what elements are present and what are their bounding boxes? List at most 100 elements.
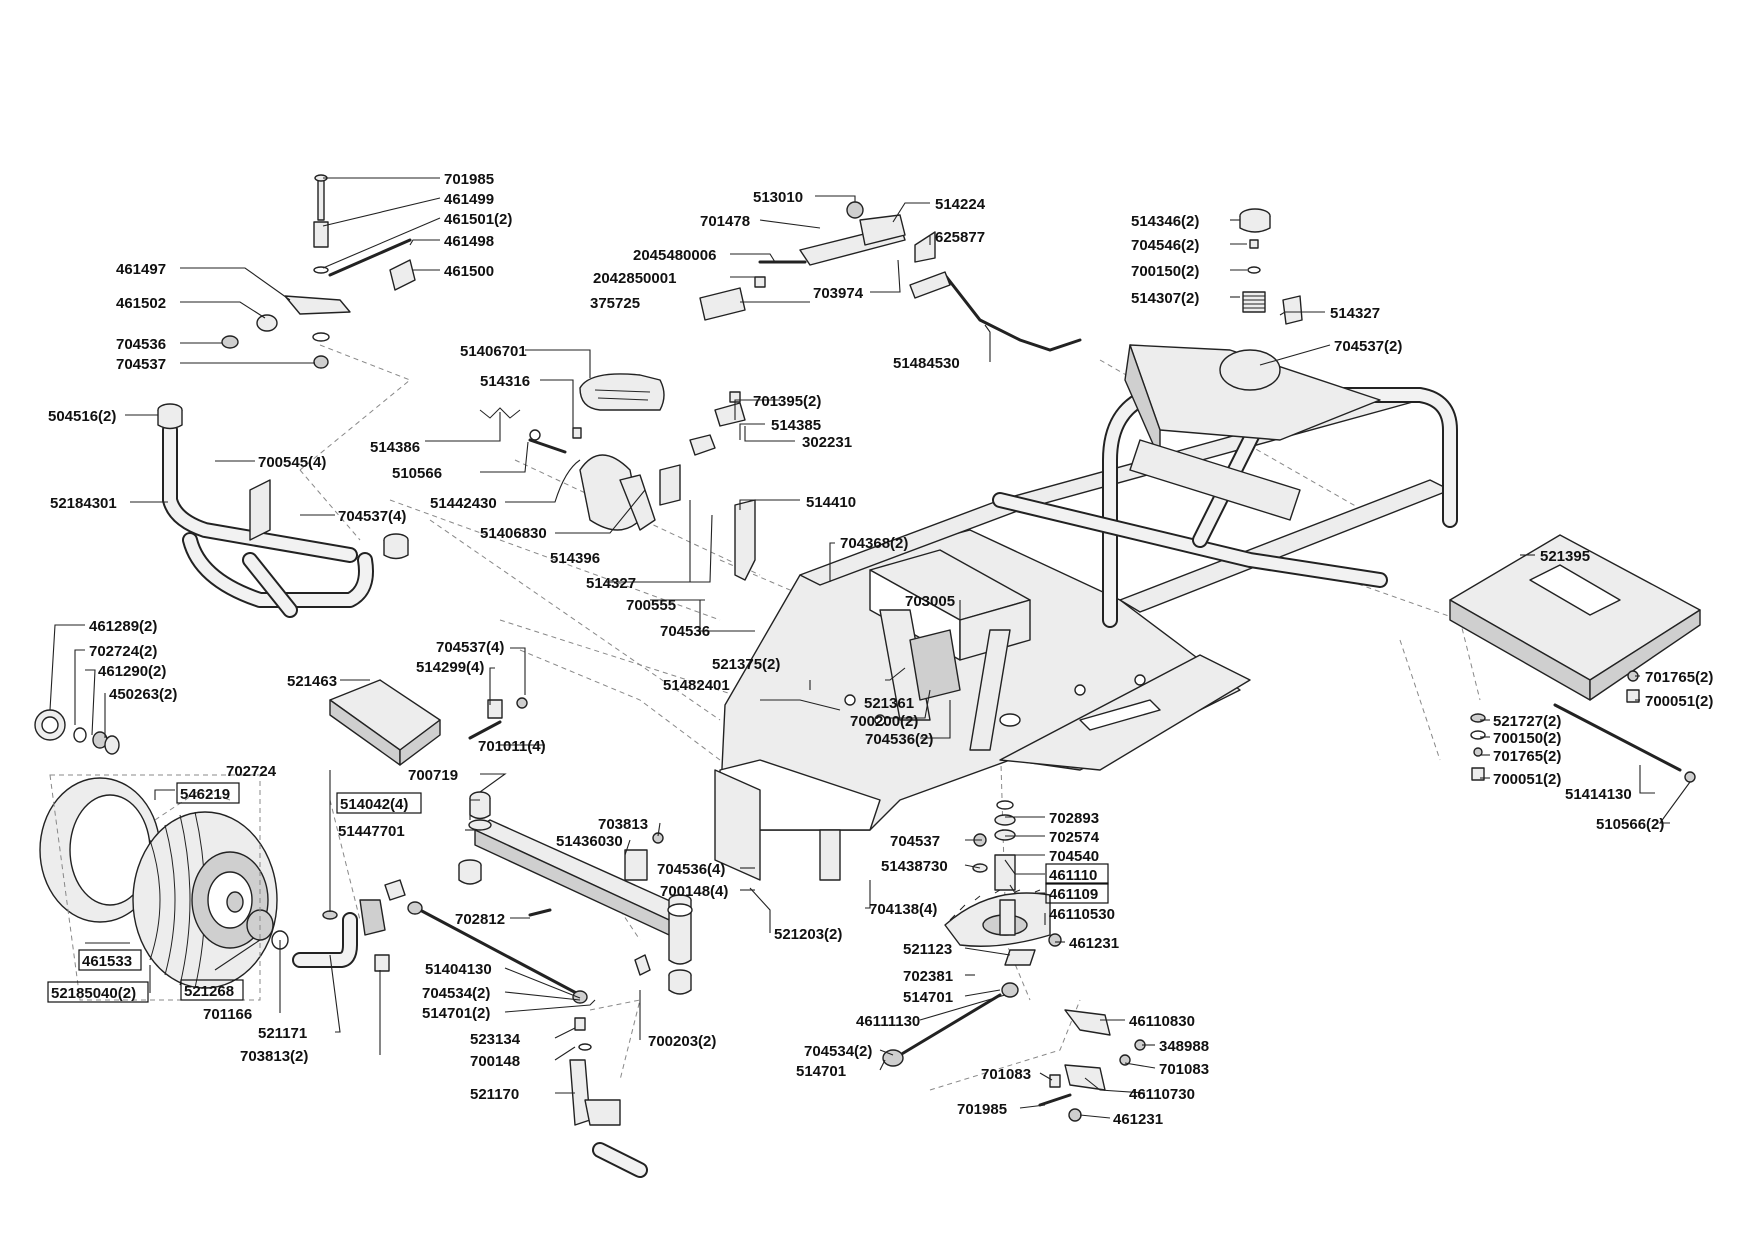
label-51447701: 51447701: [338, 823, 405, 840]
label-704540: 704540: [1049, 848, 1099, 865]
front-wheels: [34, 709, 386, 1001]
plate-521463: [329, 679, 528, 766]
label-514386: 514386: [370, 439, 420, 456]
box-521268: [180, 979, 244, 1001]
label-51484530: 51484530: [893, 355, 960, 372]
label-514316: 514316: [480, 373, 530, 390]
label-701166: 701166: [203, 1006, 252, 1023]
front-bumper: [157, 403, 409, 618]
label-702574: 702574: [1049, 829, 1100, 846]
label-701985: 701985: [444, 171, 494, 188]
label-514701-2: 514701(2): [422, 1005, 490, 1022]
label-704537: 704537: [116, 356, 166, 373]
label-700051-2b: 700051(2): [1493, 771, 1561, 788]
label-51414130: 51414130: [1565, 786, 1632, 803]
label-704536-4: 704536(4): [657, 861, 725, 878]
label-700148: 700148: [470, 1053, 520, 1070]
label-704536-mid: 704536: [660, 623, 710, 640]
label-704536-2: 704536(2): [865, 731, 933, 748]
leader-lines: [49, 177, 1691, 1119]
label-51442430: 51442430: [430, 495, 497, 512]
label-461502: 461502: [116, 295, 166, 312]
label-704537-2: 704537(2): [1334, 338, 1402, 355]
label-514299-4: 514299(4): [416, 659, 484, 676]
label-704537-4b: 704537(4): [436, 639, 504, 656]
label-52184301: 52184301: [50, 495, 117, 512]
label-46110830: 46110830: [1129, 1013, 1195, 1030]
label-523134: 523134: [470, 1031, 521, 1048]
label-704368-2: 704368(2): [840, 535, 908, 552]
box-461110: [1045, 863, 1109, 885]
label-514224: 514224: [935, 196, 986, 213]
box-546219: [176, 782, 240, 804]
box-514042-4: [336, 792, 422, 814]
label-700148-4: 700148(4): [660, 883, 728, 900]
label-704546-2: 704546(2): [1131, 237, 1199, 254]
label-701765-2b: 701765(2): [1493, 748, 1561, 765]
label-51404130: 51404130: [425, 961, 492, 978]
label-521375-2: 521375(2): [712, 656, 780, 673]
label-302231: 302231: [802, 434, 852, 451]
label-514042-4: 514042(4): [340, 796, 408, 813]
label-700150-2b: 700150(2): [1493, 730, 1561, 747]
label-521395: 521395: [1540, 548, 1590, 565]
label-703005: 703005: [905, 593, 955, 610]
label-514701: 514701: [903, 989, 953, 1006]
label-704537-b: 704537: [890, 833, 940, 850]
label-701083-a: 701083: [1159, 1061, 1209, 1078]
label-521170: 521170: [470, 1086, 519, 1103]
label-461231: 461231: [1069, 935, 1119, 952]
label-51406830: 51406830: [480, 525, 547, 542]
label-703974: 703974: [813, 285, 864, 302]
seat-pan-521395: [1449, 534, 1701, 701]
label-514385: 514385: [771, 417, 821, 434]
label-2045480006: 2045480006: [633, 247, 716, 264]
box-52185040-2: [47, 981, 149, 1003]
brake-pedal: [479, 373, 756, 581]
label-521727-2: 521727(2): [1493, 713, 1561, 730]
label-514396: 514396: [550, 550, 600, 567]
label-546219: 546219: [180, 786, 230, 803]
label-521171: 521171: [258, 1025, 307, 1042]
label-701478: 701478: [700, 213, 750, 230]
brake-linkage: [221, 174, 416, 369]
label-514327-top: 514327: [1330, 305, 1380, 322]
label-701765-2: 701765(2): [1645, 669, 1713, 686]
label-704138-4: 704138(4): [869, 901, 937, 918]
label-701985-b: 701985: [957, 1101, 1007, 1118]
label-521268: 521268: [184, 983, 234, 1000]
label-514346-2: 514346(2): [1131, 213, 1199, 230]
label-700150-2: 700150(2): [1131, 263, 1199, 280]
label-504516-2: 504516(2): [48, 408, 116, 425]
label-461110: 461110: [1049, 867, 1097, 884]
label-521463: 521463: [287, 673, 337, 690]
label-704534-2: 704534(2): [422, 985, 490, 1002]
label-461289-2: 461289(2): [89, 618, 157, 635]
label-461499: 461499: [444, 191, 494, 208]
label-700545-4: 700545(4): [258, 454, 326, 471]
label-702381: 702381: [903, 968, 953, 985]
label-461231-b: 461231: [1113, 1111, 1163, 1128]
label-702724-2: 702724(2): [89, 643, 157, 660]
main-frame: [714, 344, 1458, 881]
label-2042850001: 2042850001: [593, 270, 676, 287]
label-461533: 461533: [82, 953, 132, 970]
box-461109: [1045, 882, 1109, 904]
label-51436030: 51436030: [556, 833, 623, 850]
label-461501-2: 461501(2): [444, 211, 512, 228]
label-461500: 461500: [444, 263, 494, 280]
label-51482401: 51482401: [663, 677, 730, 694]
parking-lever: [699, 201, 1082, 352]
label-521361: 521361: [864, 695, 914, 712]
label-375725: 375725: [590, 295, 640, 312]
label-52185040-2: 52185040(2): [51, 985, 136, 1002]
label-700200-2: 700200(2): [850, 713, 918, 730]
label-514410: 514410: [806, 494, 856, 511]
label-461109: 461109: [1049, 886, 1098, 903]
label-461498: 461498: [444, 233, 494, 250]
label-46111130: 46111130: [856, 1013, 920, 1030]
label-625877: 625877: [935, 229, 985, 246]
label-514701-b: 514701: [796, 1063, 846, 1080]
seat-switch-parts: [1219, 208, 1303, 391]
label-702724: 702724: [226, 763, 277, 780]
